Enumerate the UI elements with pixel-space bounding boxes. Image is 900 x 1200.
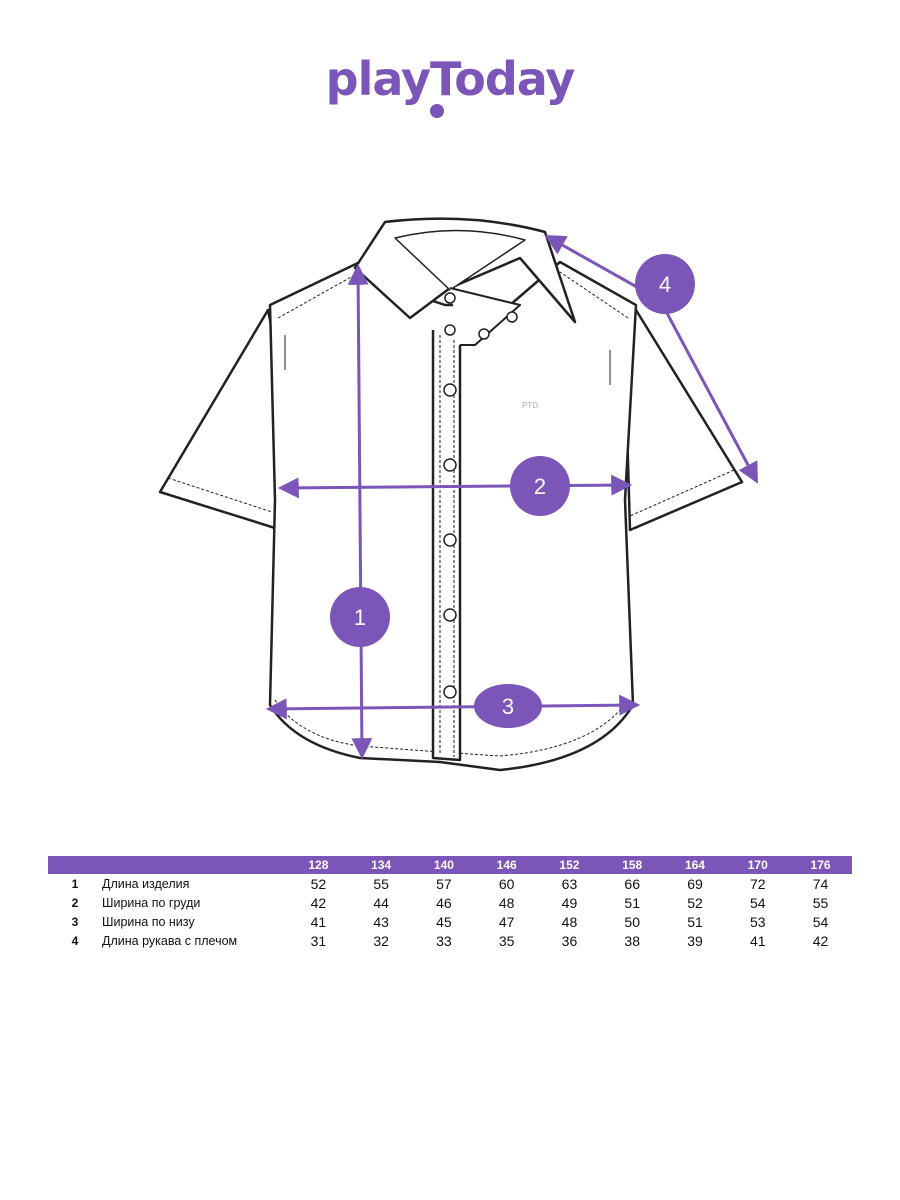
table-cell: 42	[812, 932, 829, 949]
table-cell: 43	[373, 913, 389, 930]
size-header: 140	[433, 858, 454, 872]
table-cell: 55	[373, 875, 389, 892]
chest-logo: PTD	[522, 401, 538, 410]
table-cell: 32	[373, 932, 389, 949]
svg-text:3: 3	[502, 694, 514, 719]
row-label: Длина изделия	[102, 876, 190, 891]
table-cell: 54	[812, 913, 829, 930]
table-row: 1 Длина изделия 52 55 57 60 63 66 69 72 …	[48, 874, 852, 893]
table-cell: 52	[687, 894, 703, 911]
table-cell: 39	[687, 932, 703, 949]
size-header: 152	[559, 858, 580, 872]
table-cell: 42	[310, 894, 327, 911]
badge-3: 3	[474, 684, 542, 728]
table-cell: 74	[812, 875, 829, 892]
table-cell: 36	[561, 932, 578, 949]
table-cell: 46	[436, 894, 452, 911]
length-arrow	[347, 263, 373, 760]
size-header: 158	[622, 858, 643, 872]
table-cell: 55	[812, 894, 829, 911]
table-cell: 41	[310, 913, 327, 930]
row-number: 2	[71, 895, 79, 910]
table-row: 2 Ширина по груди 42 44 46 48 49 51 52 5…	[48, 893, 852, 912]
size-header: 164	[684, 858, 705, 872]
table-cell: 66	[624, 875, 640, 892]
left-sleeve	[158, 308, 280, 530]
size-header: 128	[308, 858, 329, 872]
table-cell: 45	[436, 913, 452, 930]
size-header: 146	[496, 858, 517, 872]
table-cell: 49	[561, 894, 578, 911]
table-cell: 54	[749, 894, 766, 911]
hem-width-arrow	[265, 694, 641, 720]
table-cell: 50	[624, 913, 640, 930]
svg-text:4: 4	[659, 272, 671, 297]
brand-logo-text: playToday	[325, 52, 576, 106]
table-cell: 57	[436, 875, 452, 892]
table-cell: 47	[498, 913, 515, 930]
badge-4: 4	[635, 254, 695, 314]
table-cell: 38	[624, 932, 640, 949]
brand-logo: playToday	[0, 52, 900, 106]
table-cell: 48	[561, 913, 578, 930]
badge-2: 2	[510, 456, 570, 516]
table-row: 4 Длина рукава с плечом 31 32 33 35 36 3…	[48, 931, 852, 950]
row-label: Ширина по низу	[102, 914, 195, 929]
row-number: 1	[71, 876, 79, 891]
size-header: 134	[371, 858, 392, 872]
row-label: Длина рукава с плечом	[102, 933, 238, 948]
table-cell: 53	[749, 913, 766, 930]
table-cell: 51	[687, 913, 703, 930]
table-cell: 35	[498, 932, 515, 949]
table-cell: 69	[687, 875, 703, 892]
size-header: 176	[810, 858, 831, 872]
table-row: 3 Ширина по низу 41 43 45 47 48 50 51 53…	[48, 912, 852, 931]
badge-1: 1	[330, 587, 390, 647]
table-cell: 41	[749, 932, 766, 949]
shirt-buttons	[443, 292, 518, 699]
table-cell: 51	[624, 894, 640, 911]
table-cell: 33	[436, 932, 452, 949]
row-number: 4	[71, 933, 79, 948]
svg-text:1: 1	[354, 605, 366, 630]
chest-width-arrow	[277, 474, 633, 499]
brand-logo-dot	[430, 104, 444, 118]
table-cell: 72	[749, 875, 766, 892]
table-cell: 63	[561, 875, 578, 892]
row-number: 3	[71, 914, 79, 929]
table-cell: 60	[498, 875, 515, 892]
svg-text:2: 2	[534, 474, 546, 499]
table-cell: 31	[310, 932, 327, 949]
table-cell: 48	[498, 894, 515, 911]
size-header: 170	[747, 858, 768, 872]
table-cell: 44	[373, 894, 389, 911]
shirt-measurement-diagram: PTD 1 2 3 4	[158, 217, 758, 772]
table-cell: 52	[310, 875, 327, 892]
size-chart-table: 128 134 140 146 152 158 164 170 176 1 Дл…	[48, 856, 852, 950]
size-header-row: 128 134 140 146 152 158 164 170 176	[48, 856, 852, 874]
row-label: Ширина по груди	[102, 895, 201, 910]
